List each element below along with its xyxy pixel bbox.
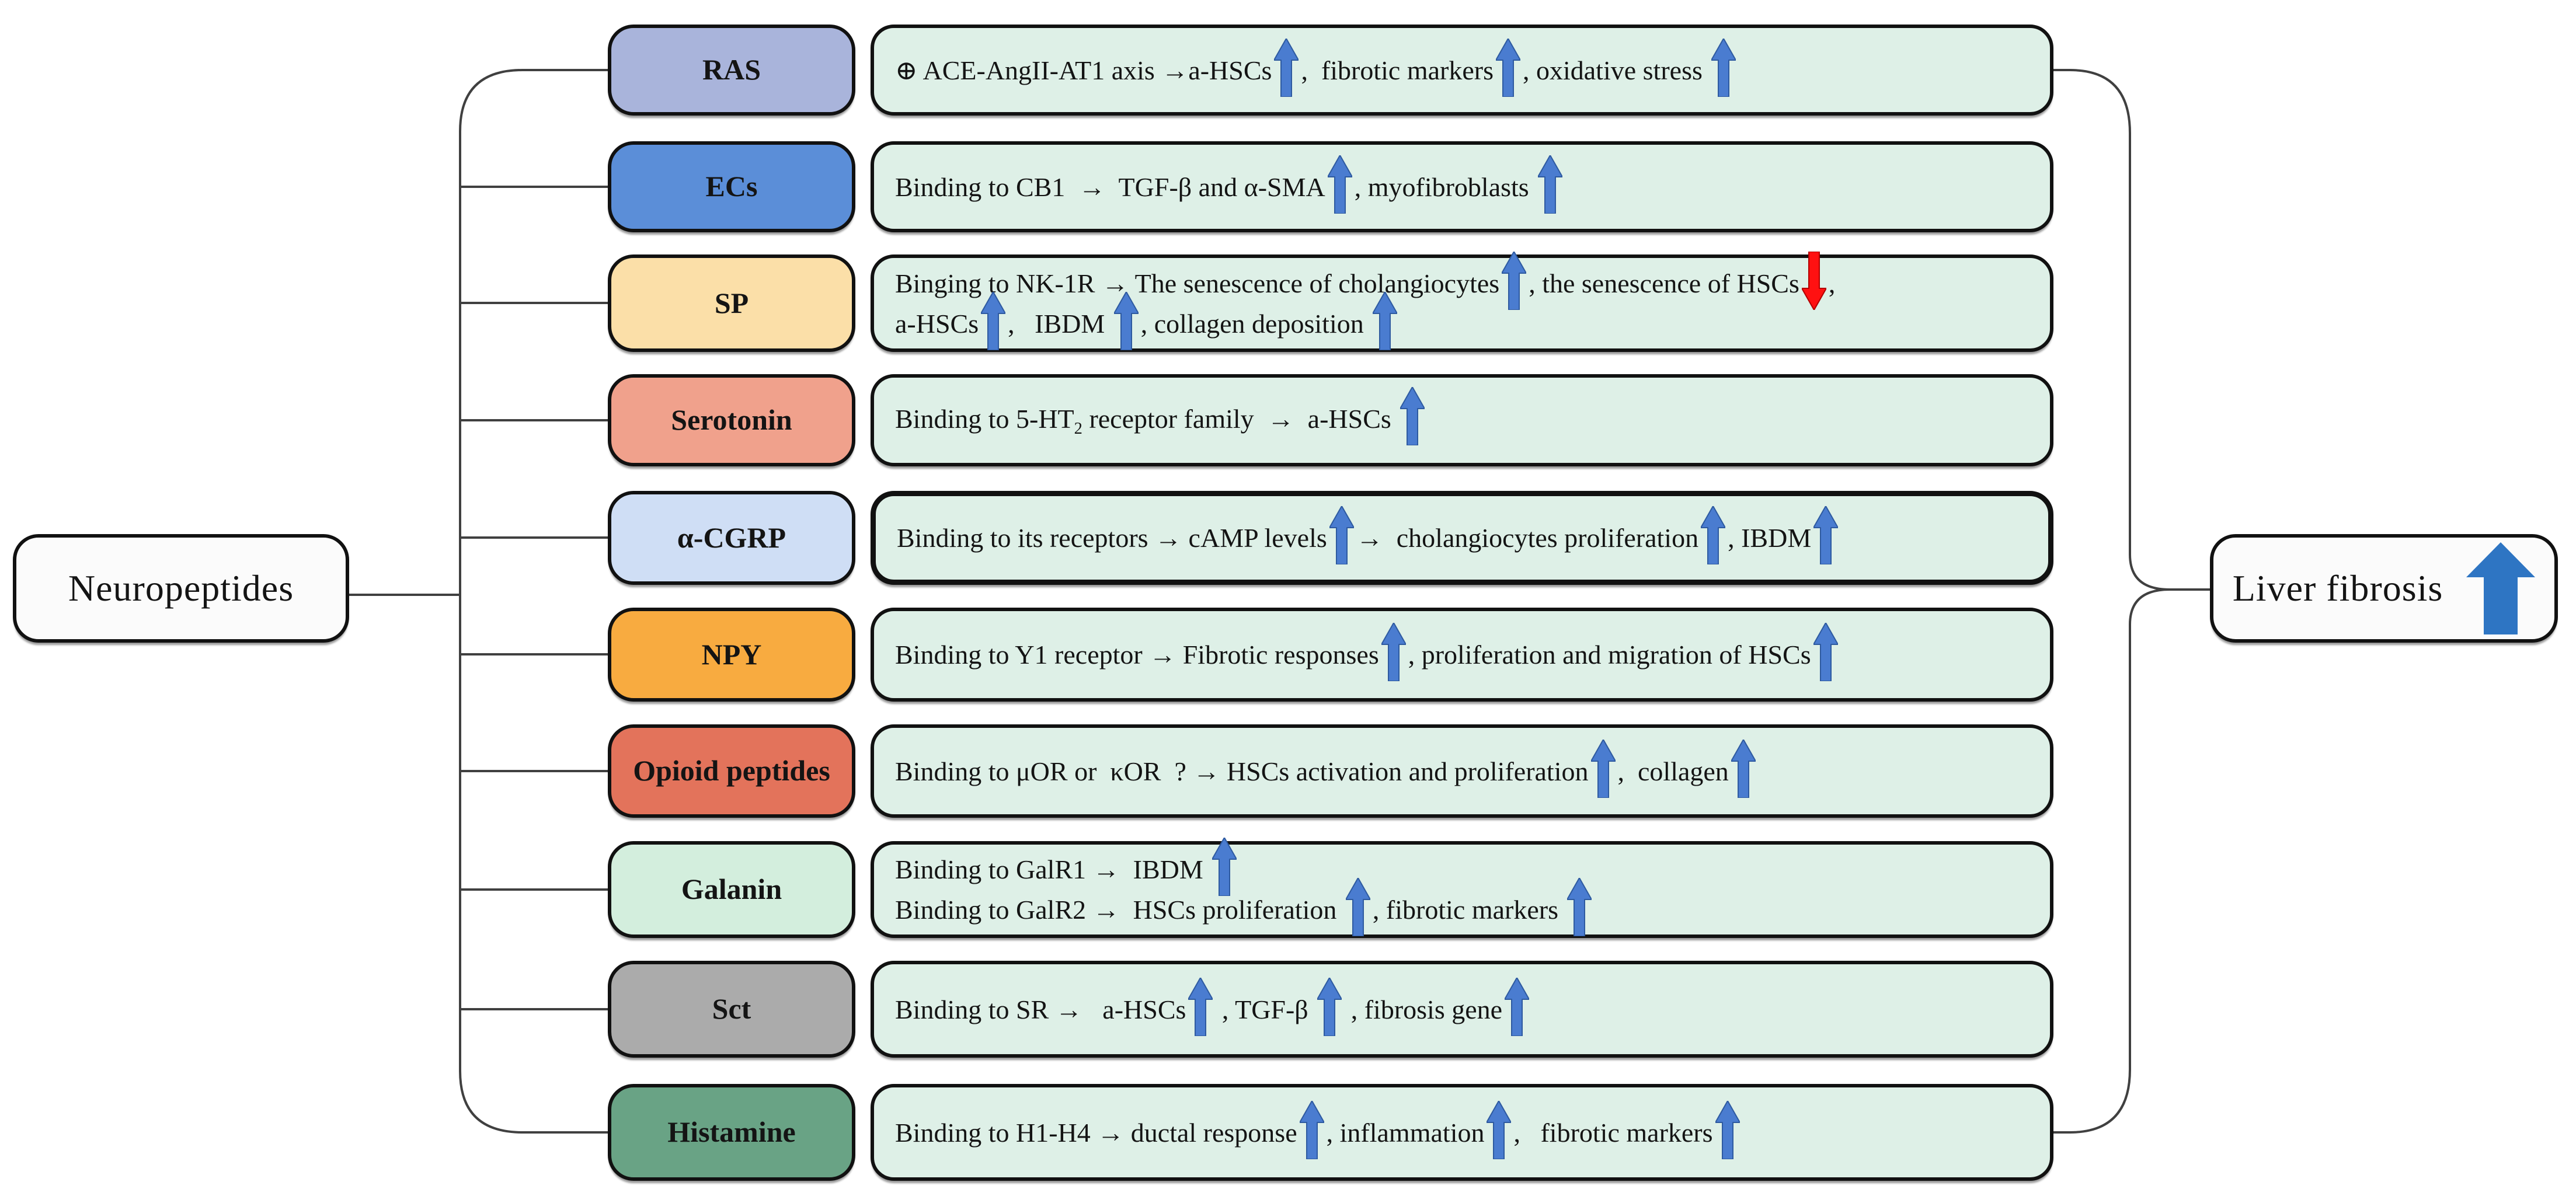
neuropeptides-node: Neuropeptides	[13, 534, 349, 643]
up-arrow-icon	[1317, 977, 1342, 1036]
up-arrow-icon	[1274, 38, 1299, 97]
connector-right-top	[2053, 69, 2210, 591]
node-label-npy: NPY	[701, 637, 762, 671]
up-arrow-icon	[1373, 291, 1398, 350]
effects-box-serotonin: Binding to 5-HT2 receptor family → a-HSC…	[871, 374, 2053, 466]
liver-fibrosis-node: Liver fibrosis	[2210, 534, 2558, 643]
subscript: 2	[1074, 420, 1082, 438]
connector-right-bottom	[2053, 588, 2170, 1134]
up-arrow-icon	[1590, 739, 1616, 798]
effects-line-sp-2: a-HSCs, IBDM , collagen deposition	[895, 291, 1400, 350]
effects-box-histamine: Binding to H1-H4 → ductal response, infl…	[871, 1084, 2053, 1181]
node-ecs: ECs	[608, 141, 855, 232]
down-arrow-icon	[1801, 251, 1826, 310]
effects-line-galanin-1: Binding to GalR1 → IBDM	[895, 838, 1239, 897]
effects-box-ecs: Binding to CB1 → TGF-β and α-SMA, myofib…	[871, 141, 2053, 232]
node-label-opioid-peptides: Opioid peptides	[633, 754, 830, 787]
node-label-sp: SP	[714, 286, 749, 319]
up-arrow-icon	[1327, 155, 1352, 214]
node-label-ecs: ECs	[705, 170, 758, 203]
up-arrow-icon	[1487, 1100, 1512, 1159]
up-arrow-icon	[1711, 38, 1736, 97]
up-arrow-icon	[1113, 291, 1139, 350]
liver-fibrosis-label: Liver fibrosis	[2232, 567, 2443, 609]
node-label-cgrp: α-CGRP	[677, 521, 786, 554]
node-cgrp: α-CGRP	[608, 491, 855, 585]
effects-box-npy: Binding to Y1 receptor → Fibrotic respon…	[871, 608, 2053, 702]
effects-line-ecs-1: Binding to CB1 → TGF-β and α-SMA, myofib…	[895, 155, 1565, 214]
node-label-sct: Sct	[712, 992, 751, 1026]
up-arrow-icon	[1345, 878, 1370, 937]
up-arrow-icon	[1502, 251, 1527, 310]
node-serotonin: Serotonin	[608, 374, 855, 466]
up-arrow-icon	[1715, 1100, 1740, 1159]
node-histamine: Histamine	[608, 1084, 855, 1181]
node-ras: RAS	[608, 25, 855, 116]
up-arrow-icon	[1495, 38, 1520, 97]
effects-line-serotonin-1: Binding to 5-HT2 receptor family → a-HSC…	[895, 387, 1427, 446]
up-arrow-icon	[1731, 739, 1756, 798]
node-sct: Sct	[608, 961, 855, 1058]
up-arrow-icon	[1567, 878, 1592, 937]
up-arrow-icon	[1299, 1100, 1324, 1159]
effects-box-cgrp: Binding to its receptors → cAMP levels→ …	[871, 491, 2053, 585]
up-arrow-icon	[1701, 506, 1726, 565]
effects-box-sp: Binging to NK-1R → The senescence of cho…	[871, 251, 2053, 352]
up-arrow-icon	[1505, 977, 1530, 1036]
effects-line-npy-1: Binding to Y1 receptor → Fibrotic respon…	[895, 623, 1840, 682]
up-arrow-icon	[1538, 155, 1563, 214]
node-label-ras: RAS	[702, 53, 761, 86]
effects-line-galanin-2: Binding to GalR2 → HSCs proliferation , …	[895, 878, 1594, 937]
big-up-arrow-icon	[2466, 542, 2536, 634]
node-opioid-peptides: Opioid peptides	[608, 724, 855, 818]
connector-left-trunk-top	[459, 69, 608, 595]
node-npy: NPY	[608, 608, 855, 702]
neuropeptides-label: Neuropeptides	[68, 567, 294, 609]
node-galanin: Galanin	[608, 841, 855, 938]
up-arrow-icon	[1381, 623, 1406, 682]
node-sp: SP	[608, 254, 855, 352]
up-arrow-icon	[981, 291, 1006, 350]
up-arrow-icon	[1329, 506, 1354, 565]
effects-line-sct-1: Binding to SR → a-HSCs , TGF-β , fibrosi…	[895, 977, 1531, 1036]
up-arrow-icon	[1400, 387, 1425, 446]
effects-box-galanin: Binding to GalR1 → IBDM Binding to GalR2…	[871, 838, 2053, 938]
node-label-galanin: Galanin	[681, 873, 782, 906]
node-label-serotonin: Serotonin	[671, 403, 792, 437]
effects-box-sct: Binding to SR → a-HSCs , TGF-β , fibrosi…	[871, 961, 2053, 1058]
effects-line-histamine-1: Binding to H1-H4 → ductal response, infl…	[895, 1100, 1742, 1159]
up-arrow-icon	[1813, 506, 1839, 565]
effects-line-opioid-peptides-1: Binding to μOR or κOR ? → HSCs activatio…	[895, 739, 1758, 798]
up-arrow-icon	[1813, 623, 1838, 682]
effects-line-sp-1: Binging to NK-1R → The senescence of cho…	[895, 251, 1835, 310]
connector-left-trunk-bottom	[459, 595, 608, 1134]
effects-box-opioid-peptides: Binding to μOR or κOR ? → HSCs activatio…	[871, 724, 2053, 818]
effects-box-ras: ⊕ ACE-AngII-AT1 axis →a-HSCs, fibrotic m…	[871, 25, 2053, 116]
effects-line-ras-1: ⊕ ACE-AngII-AT1 axis →a-HSCs, fibrotic m…	[895, 38, 1738, 97]
node-label-histamine: Histamine	[667, 1115, 796, 1149]
up-arrow-icon	[1188, 977, 1213, 1036]
up-arrow-icon	[1212, 838, 1237, 897]
effects-line-cgrp-1: Binding to its receptors → cAMP levels→ …	[897, 506, 1840, 565]
